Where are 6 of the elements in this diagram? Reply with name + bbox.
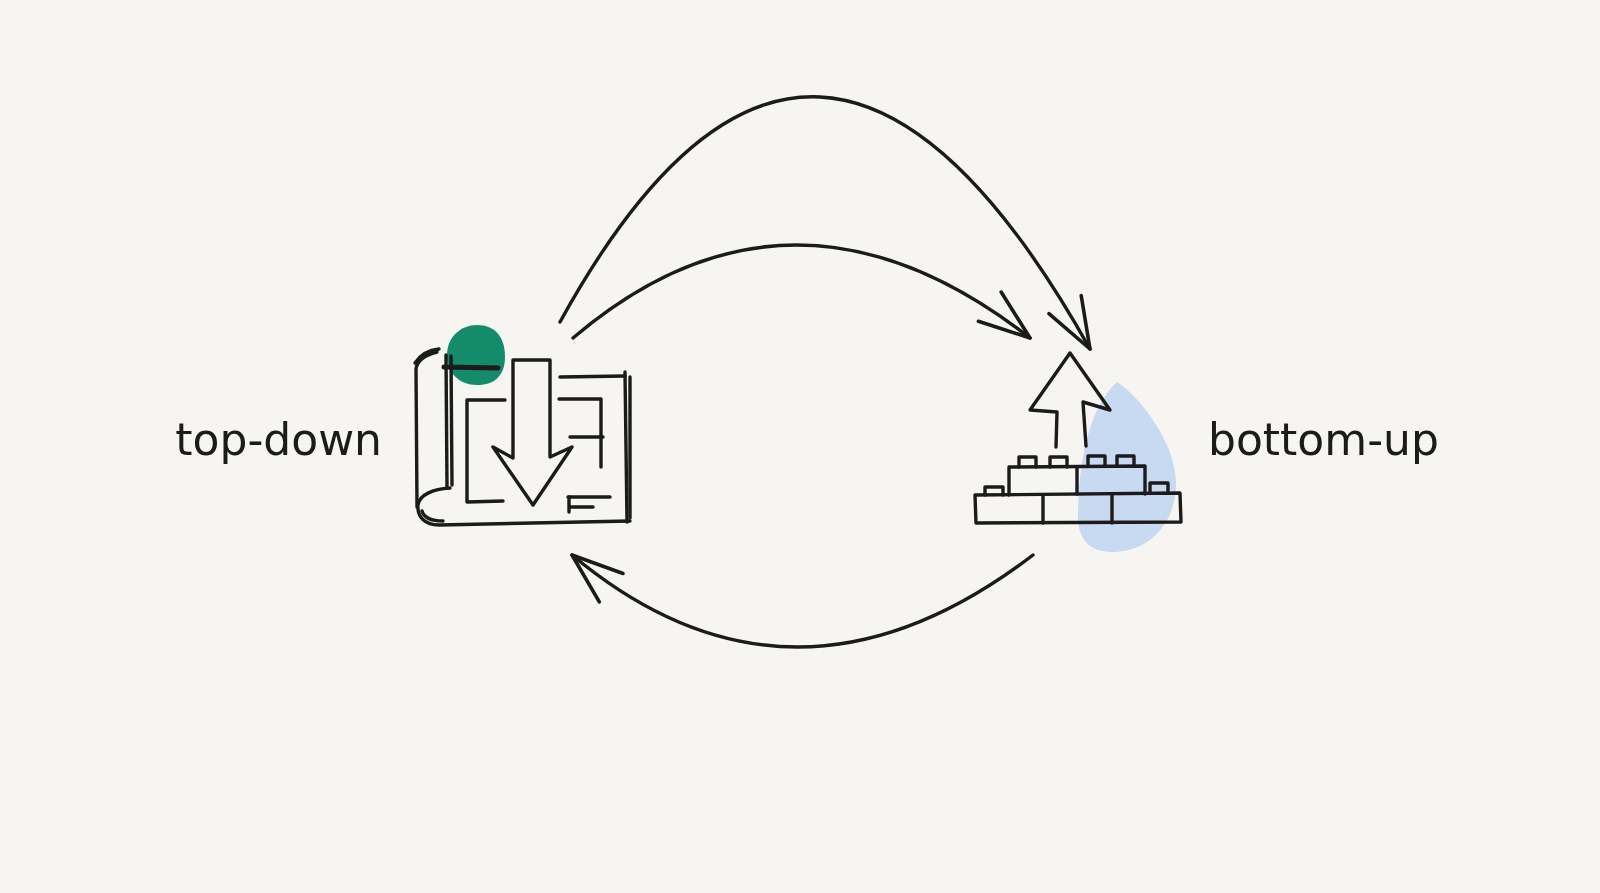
curved-arrow	[571, 243, 1032, 340]
caption-text: bottom-up	[1208, 414, 1439, 467]
curved-arrow	[570, 553, 1035, 649]
caption-text: top-down	[175, 414, 382, 467]
curved-arrow	[558, 95, 1092, 351]
building-blocks-illustration	[972, 349, 1184, 554]
